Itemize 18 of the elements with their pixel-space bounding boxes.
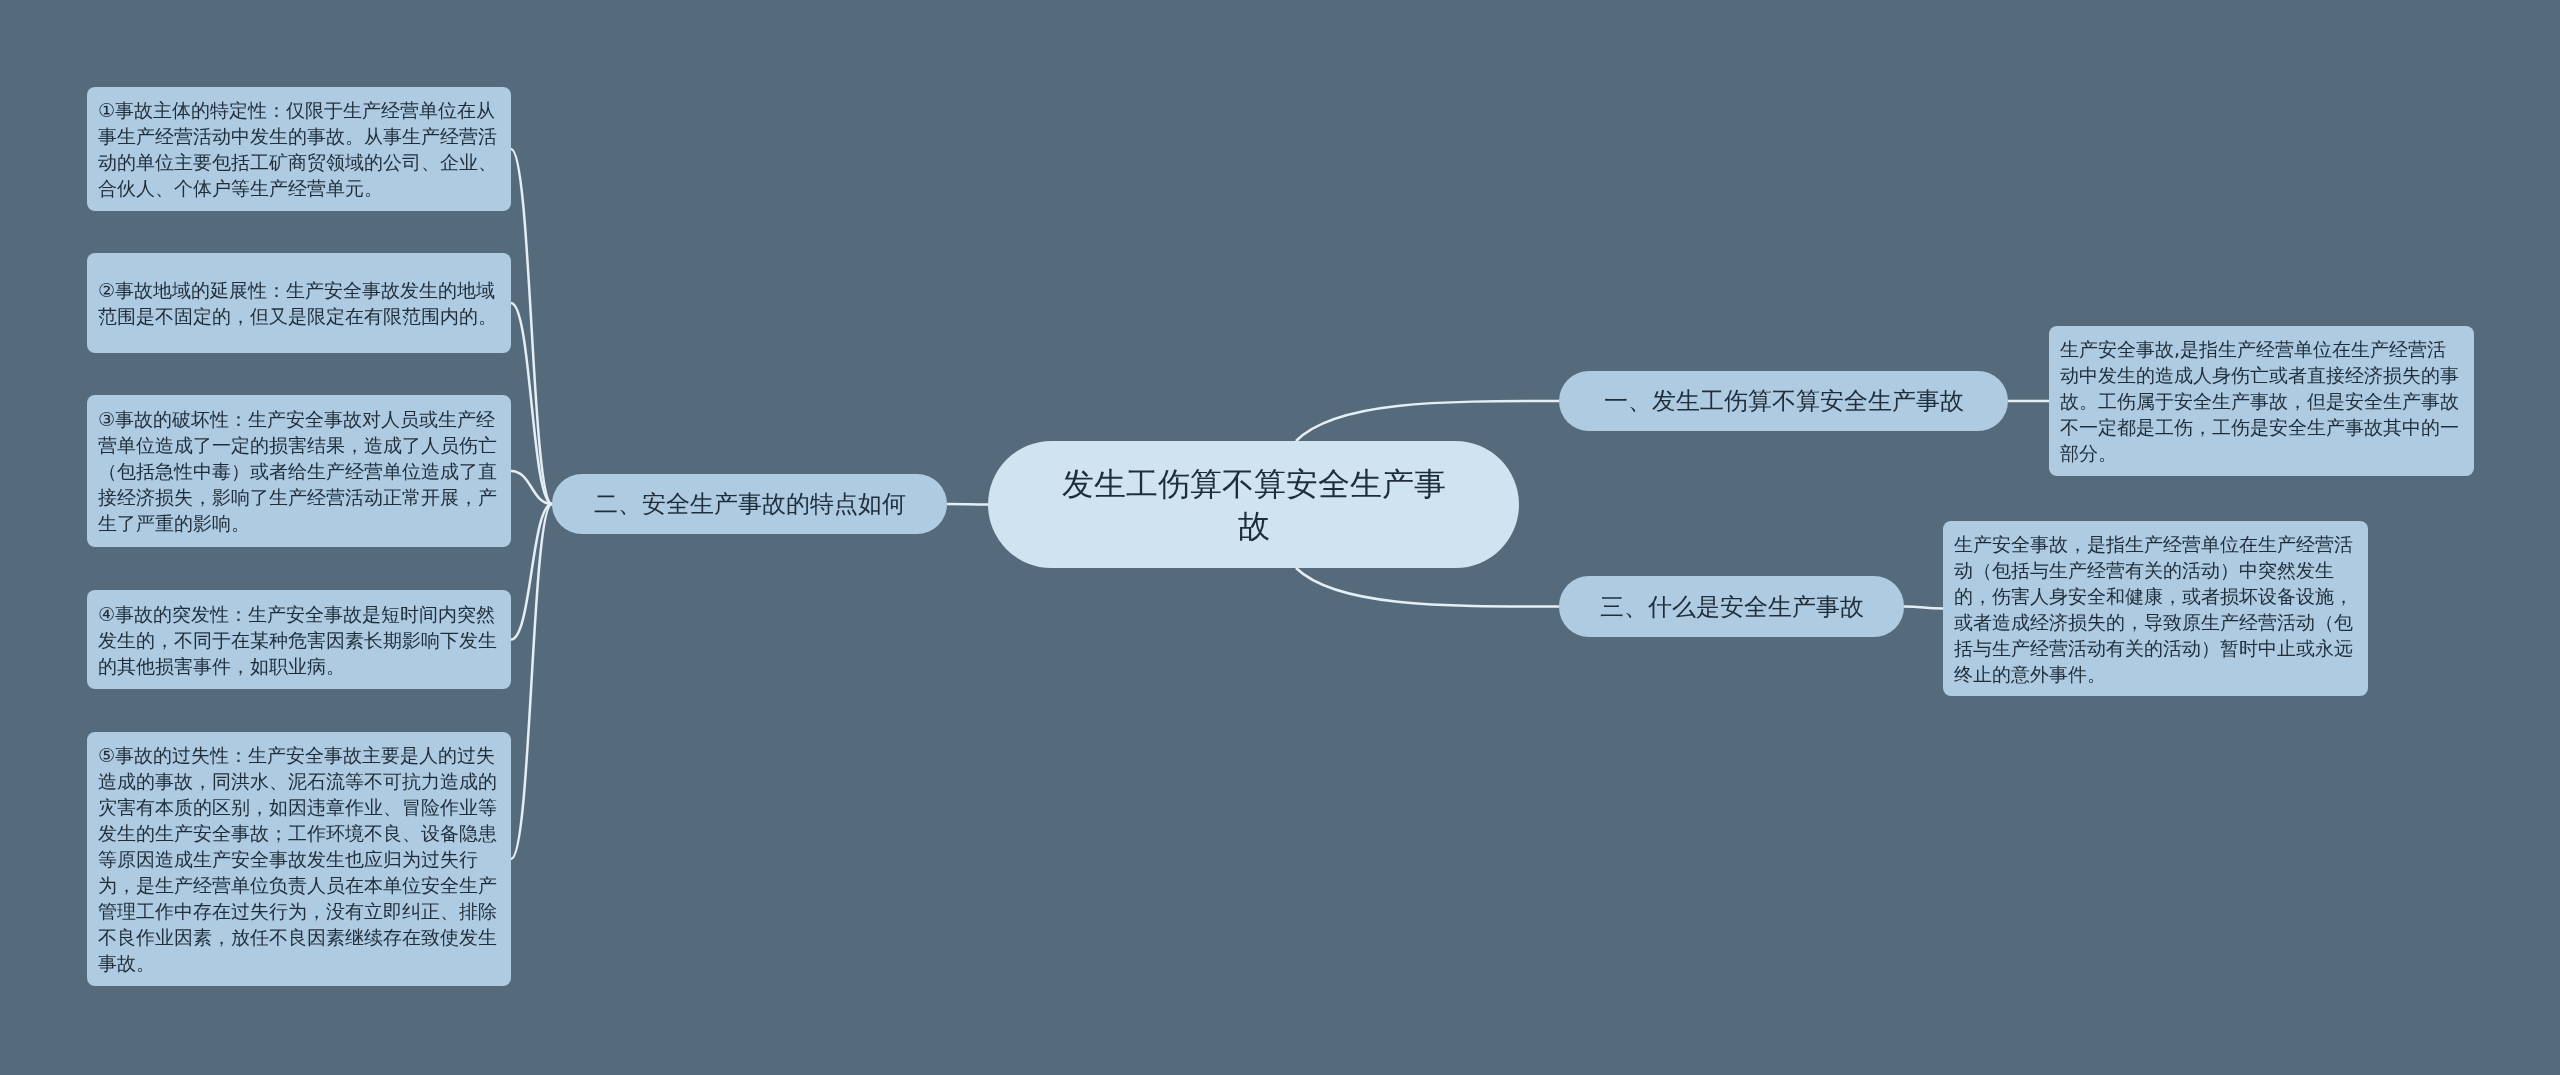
central-topic: 发生工伤算不算安全生产事故 <box>988 441 1519 568</box>
detail-note: ⑤事故的过失性：生产安全事故主要是人的过失造成的事故，同洪水、泥石流等不可抗力造成的灾害有本质的区别，如因违章作业、冒险作业等发生的生产安全事故；工作环境不良、设备隐患等原因造成生产安全事故发生也应归为过失行为，是生产经营单位负责人员在本单位安全生产管理工作中存在过失行为，没有立即纠正、排除不良作业因素，放任不良因素继续存在致使发生事故。 <box>87 732 511 986</box>
detail-note: ②事故地域的延展性：生产安全事故发生的地域范围是不固定的，但又是限定在有限范围内的。 <box>87 253 511 353</box>
detail-note: 生产安全事故，是指生产经营单位在生产经营活动（包括与生产经营有关的活动）中突然发生的，伤害人身安全和健康，或者损坏设备设施，或者造成经济损失的，导致原生产经营活动（包括与生产经营活动有关的活动）暂时中止或永远终止的意外事件。 <box>1943 521 2368 696</box>
detail-note: 生产安全事故,是指生产经营单位在生产经营活动中发生的造成人身伤亡或者直接经济损失的事故。工伤属于安全生产事故，但是安全生产事故不一定都是工伤，工伤是安全生产事故其中的一部分。 <box>2049 326 2474 476</box>
connector-line <box>2008 399 2049 403</box>
connector-line <box>509 148 554 505</box>
detail-note: ①事故主体的特定性：仅限于生产经营单位在从事生产经营活动中发生的事故。从事生产经营活动的单位主要包括工矿商贸领域的公司、企业、合伙人、个体户等生产经营单元。 <box>87 87 511 211</box>
connector-line <box>1295 399 1559 442</box>
connector-line <box>509 503 554 860</box>
branch-topic: 一、发生工伤算不算安全生产事故 <box>1559 371 2008 431</box>
branch-topic: 二、安全生产事故的特点如何 <box>552 474 947 534</box>
connector-line <box>947 502 988 506</box>
connector-line <box>1904 605 1943 610</box>
detail-note: ③事故的破坏性：生产安全事故对人员或生产经营单位造成了一定的损害结果，造成了人员伤亡（包括急性中毒）或者给生产经营单位造成了直接经济损失，影响了生产经营活动正常开展，产生了严重的影响。 <box>87 395 511 547</box>
detail-note: ④事故的突发性：生产安全事故是短时间内突然发生的，不同于在某种危害因素长期影响下发生的其他损害事件，如职业病。 <box>87 590 511 689</box>
branch-topic: 三、什么是安全生产事故 <box>1559 576 1904 637</box>
connector-line <box>1295 567 1559 608</box>
